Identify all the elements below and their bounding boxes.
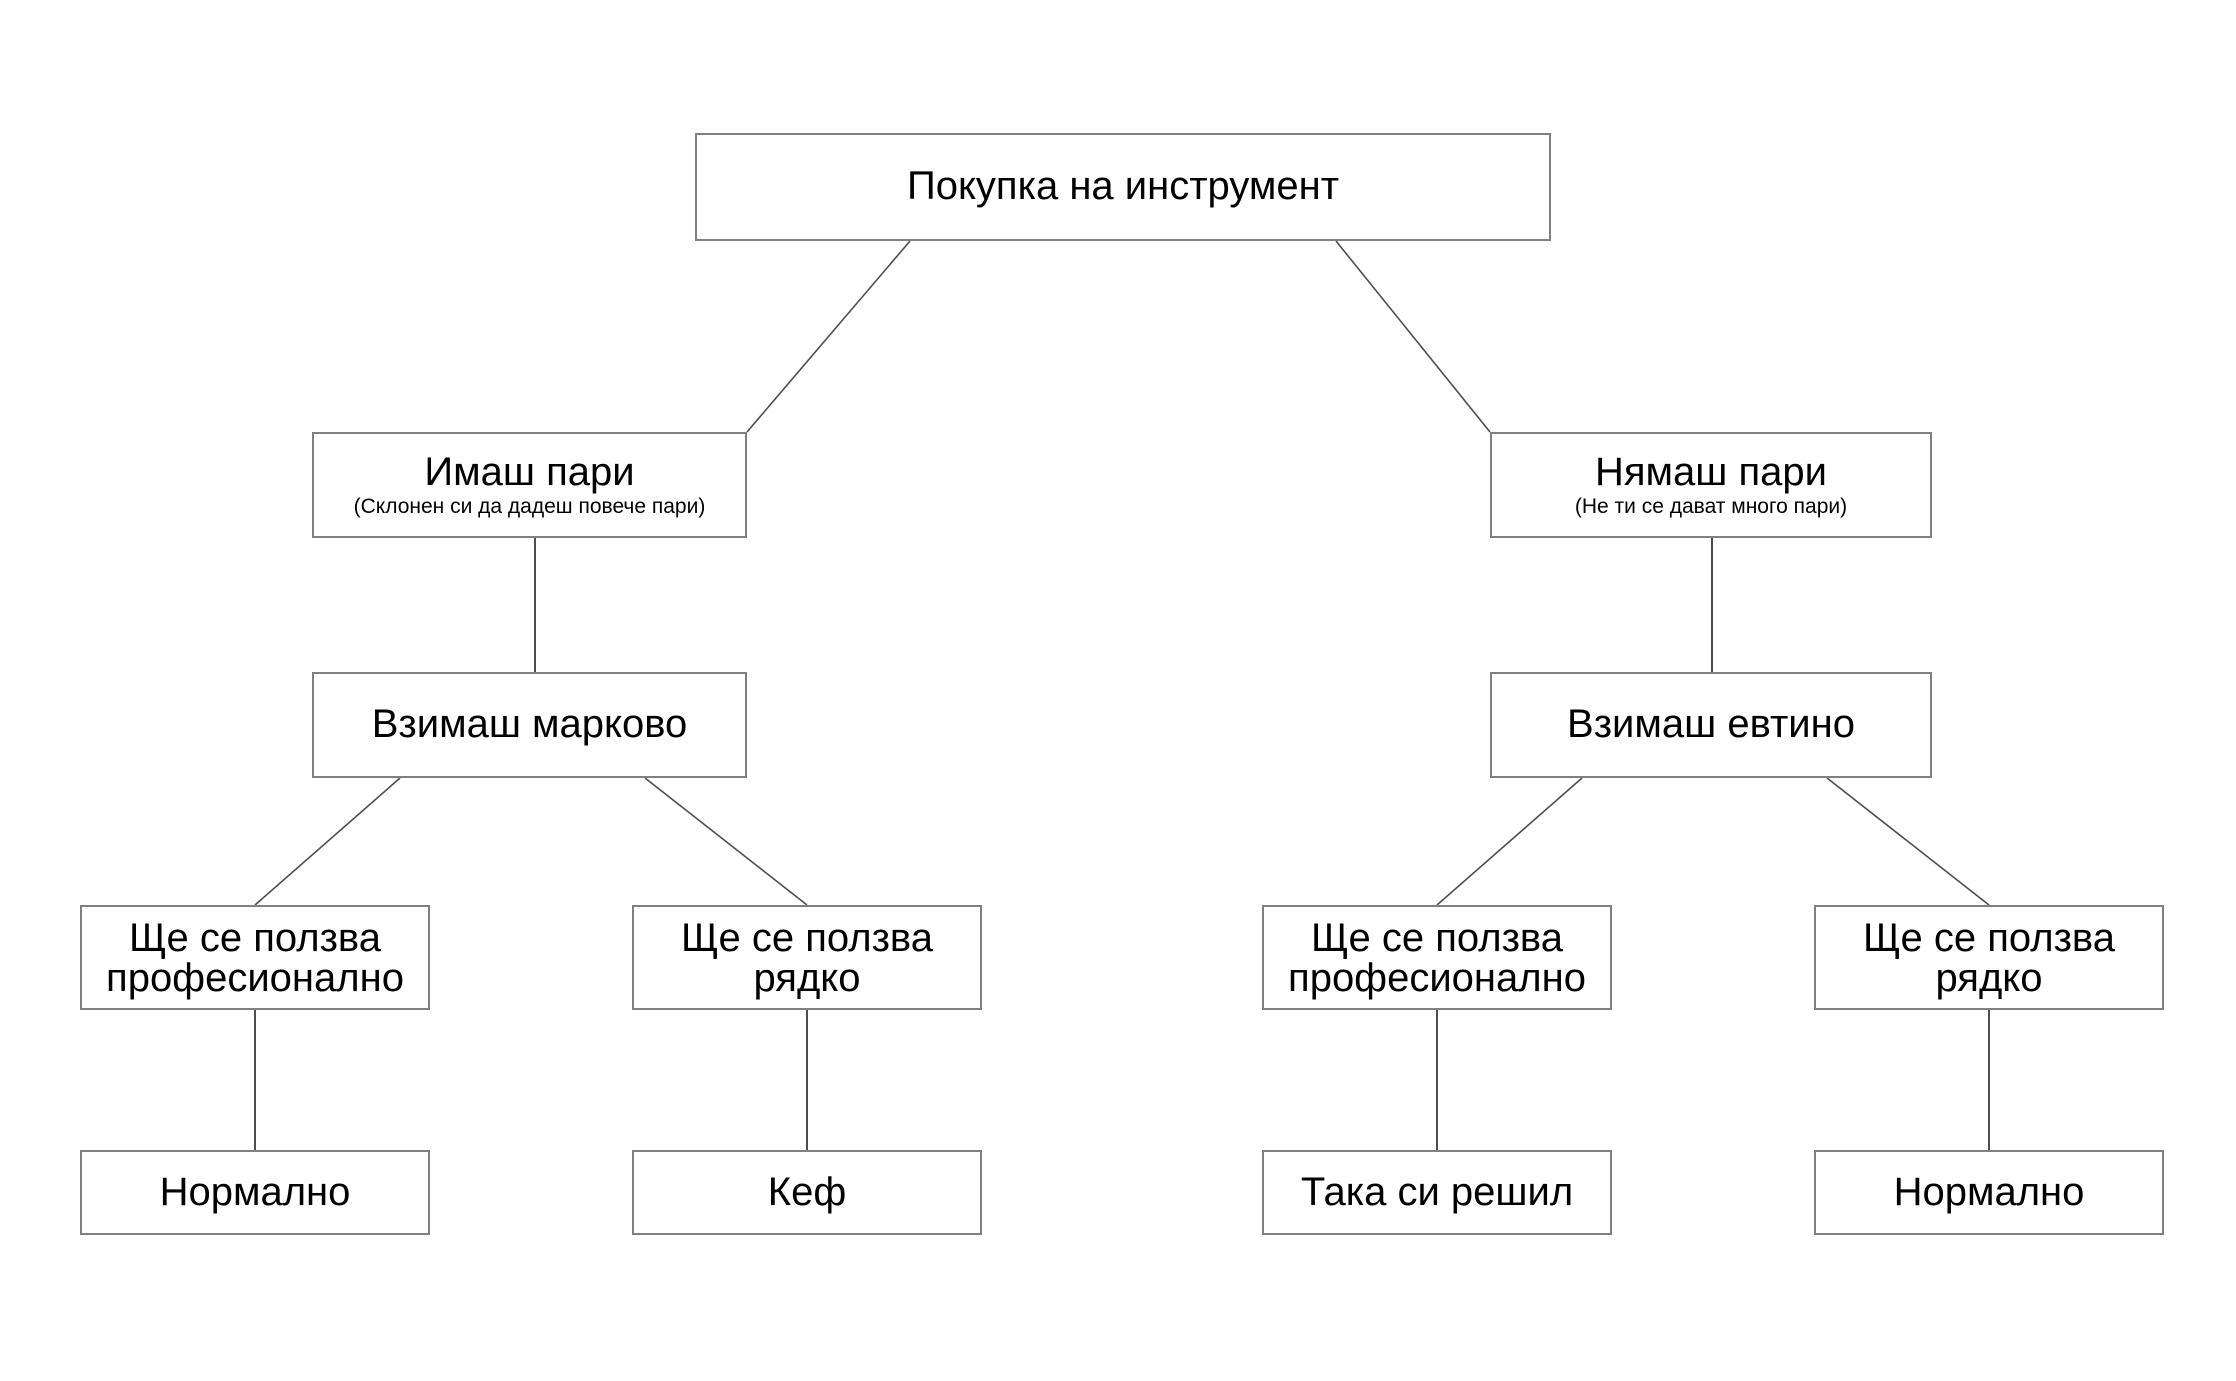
connector-buy-brand-to-use-rare-left	[644, 777, 808, 906]
node-subtitle: (Не ти се дават много пари)	[1574, 495, 1848, 519]
connector-buy-cheap-to-use-pro-right	[1436, 777, 1583, 906]
node-label: Кеф	[767, 1169, 847, 1214]
node-root[interactable]: Покупка на инструмент	[695, 133, 1551, 241]
node-label: Така си решил	[1300, 1169, 1574, 1214]
connector-buy-brand-to-use-pro-left	[254, 777, 401, 906]
node-buy-cheap[interactable]: Взимаш евтино	[1490, 672, 1932, 778]
node-label: Ще се ползва професионално	[1288, 915, 1586, 1000]
connector-root-to-no-money	[1335, 240, 1491, 433]
node-label: Покупка на инструмент	[906, 164, 1340, 209]
node-outcome-kef[interactable]: Кеф	[632, 1150, 982, 1235]
node-outcome-normal-left[interactable]: Нормално	[80, 1150, 430, 1235]
node-buy-brand[interactable]: Взимаш марково	[312, 672, 747, 778]
node-has-money[interactable]: Имаш пари(Склонен си да дадеш повече пар…	[312, 432, 747, 538]
node-no-money[interactable]: Нямаш пари(Не ти се дават много пари)	[1490, 432, 1932, 538]
node-label: Ще се ползва рядко	[681, 915, 933, 1000]
connector-buy-cheap-to-use-rare-right	[1826, 777, 1990, 906]
node-subtitle: (Склонен си да дадеш повече пари)	[353, 495, 706, 519]
node-label: Нямаш пари	[1595, 450, 1827, 495]
node-label: Взимаш евтино	[1567, 702, 1855, 747]
node-outcome-normal-right[interactable]: Нормално	[1814, 1150, 2164, 1235]
node-outcome-decided[interactable]: Така си решил	[1262, 1150, 1612, 1235]
node-use-pro-right[interactable]: Ще се ползва професионално	[1262, 905, 1612, 1010]
node-label: Ще се ползва професионално	[106, 915, 404, 1000]
node-label: Ще се ползва рядко	[1863, 915, 2115, 1000]
node-label: Взимаш марково	[371, 702, 688, 747]
node-use-rare-left[interactable]: Ще се ползва рядко	[632, 905, 982, 1010]
node-label: Нормално	[1893, 1169, 2085, 1214]
node-use-pro-left[interactable]: Ще се ползва професионално	[80, 905, 430, 1010]
node-use-rare-right[interactable]: Ще се ползва рядко	[1814, 905, 2164, 1010]
connector-root-to-has-money	[746, 240, 911, 433]
node-label: Нормално	[159, 1169, 351, 1214]
node-label: Имаш пари	[424, 450, 635, 495]
